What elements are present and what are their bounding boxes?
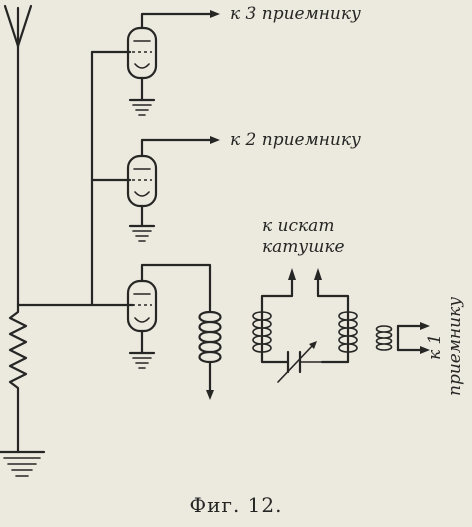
vacuum-tube-3	[126, 10, 220, 102]
ground-symbol-tube-2	[128, 224, 156, 242]
label-receiver-2: к 2 приемнику	[230, 130, 361, 150]
label-coil-line2: катушке	[262, 237, 345, 257]
label-receiver-1-line1: к 1	[425, 334, 445, 360]
label-receiver-1-group-2: приемнику	[445, 297, 465, 396]
label-receiver-3: к 3 приемнику	[230, 4, 361, 24]
plate-coil	[198, 303, 222, 400]
main-ground-symbol	[0, 450, 46, 477]
input-resistor	[8, 303, 28, 454]
label-coil-line1: к искат	[262, 216, 334, 236]
tuned-circuit	[252, 268, 358, 383]
antenna-symbol	[3, 4, 33, 48]
vacuum-tube-1	[126, 263, 212, 355]
ground-symbol-tube-3	[128, 98, 156, 116]
label-receiver-1-group: к 1	[425, 334, 445, 360]
output-coupling-coil	[375, 322, 430, 354]
ground-symbol-tube-1	[128, 351, 156, 369]
label-receiver-1-line2: приемнику	[445, 297, 465, 396]
vacuum-tube-2	[126, 136, 220, 228]
figure-caption: Фиг. 12.	[190, 493, 283, 517]
